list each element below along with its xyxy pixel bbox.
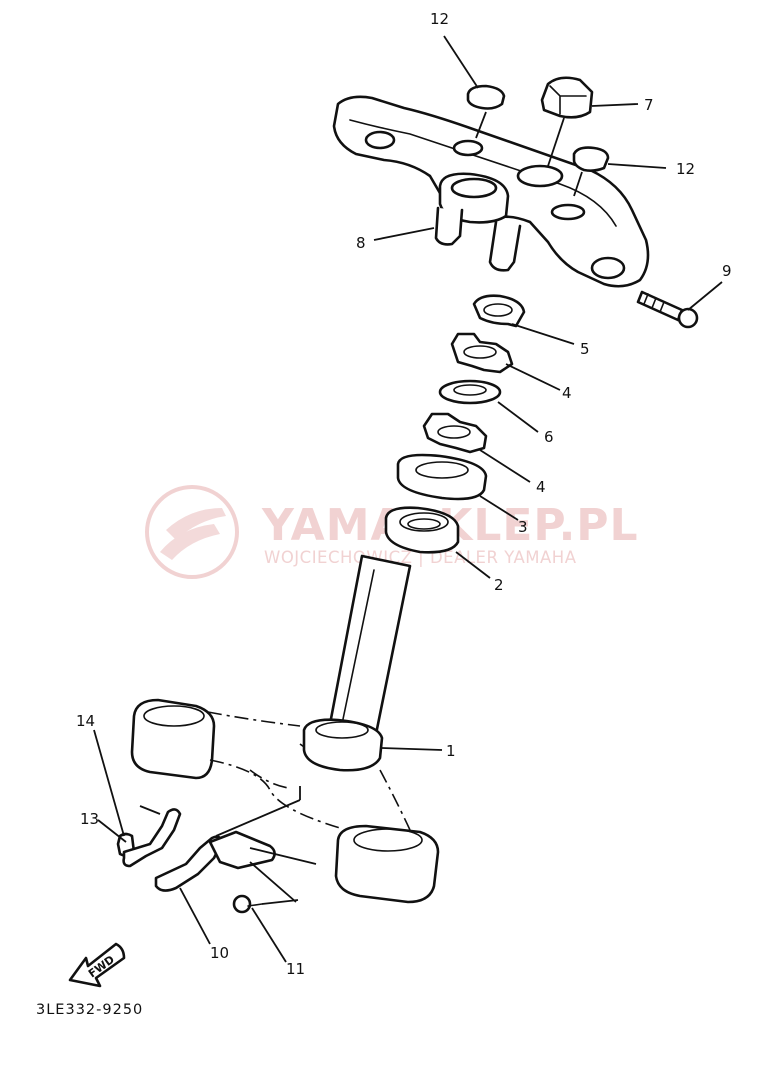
callout-7: 7 — [644, 96, 654, 114]
bolt-11 — [232, 894, 263, 914]
forward-arrow-icon: FWD — [68, 942, 126, 988]
callout-6: 6 — [544, 428, 554, 446]
bracket-10 — [154, 830, 276, 892]
bearing-2 — [384, 506, 460, 554]
callout-9: 9 — [722, 262, 732, 280]
callout-12-right: 12 — [676, 160, 695, 178]
callout-2: 2 — [494, 576, 504, 594]
callout-4-upper: 4 — [562, 384, 572, 402]
nut-7 — [540, 76, 594, 167]
callout-11: 11 — [286, 960, 305, 978]
cap-12-right — [572, 146, 610, 197]
ring-nut-4-lower — [422, 412, 488, 454]
upper-bracket — [332, 95, 650, 288]
callout-1: 1 — [446, 742, 456, 760]
yamaha-logo-icon — [145, 485, 239, 579]
callout-12-top: 12 — [430, 10, 449, 28]
bearing-cover-3 — [396, 453, 488, 501]
steering-stem — [328, 554, 412, 736]
bolt-9 — [636, 290, 699, 329]
clamp-13 — [122, 808, 182, 868]
callout-14: 14 — [76, 712, 95, 730]
leader-lines — [93, 35, 723, 963]
callout-8: 8 — [356, 234, 366, 252]
callout-3: 3 — [518, 518, 528, 536]
washer-6 — [438, 379, 502, 405]
diagram-code: 3LE332-9250 — [36, 1002, 143, 1018]
cap-12-top — [466, 84, 506, 139]
callout-labels: 12 7 12 8 9 5 4 6 4 3 2 1 14 13 10 11 — [76, 10, 732, 978]
callout-13: 13 — [80, 810, 99, 828]
under-bracket — [130, 698, 440, 904]
watermark-subtitle: WOJCIECHOWICZ | DEALER YAMAHA — [264, 548, 577, 567]
lock-washer-5 — [472, 294, 526, 328]
callout-10: 10 — [210, 944, 229, 962]
ring-nut-4-upper — [450, 332, 514, 374]
callout-4-lower: 4 — [536, 478, 546, 496]
callout-5: 5 — [580, 340, 590, 358]
